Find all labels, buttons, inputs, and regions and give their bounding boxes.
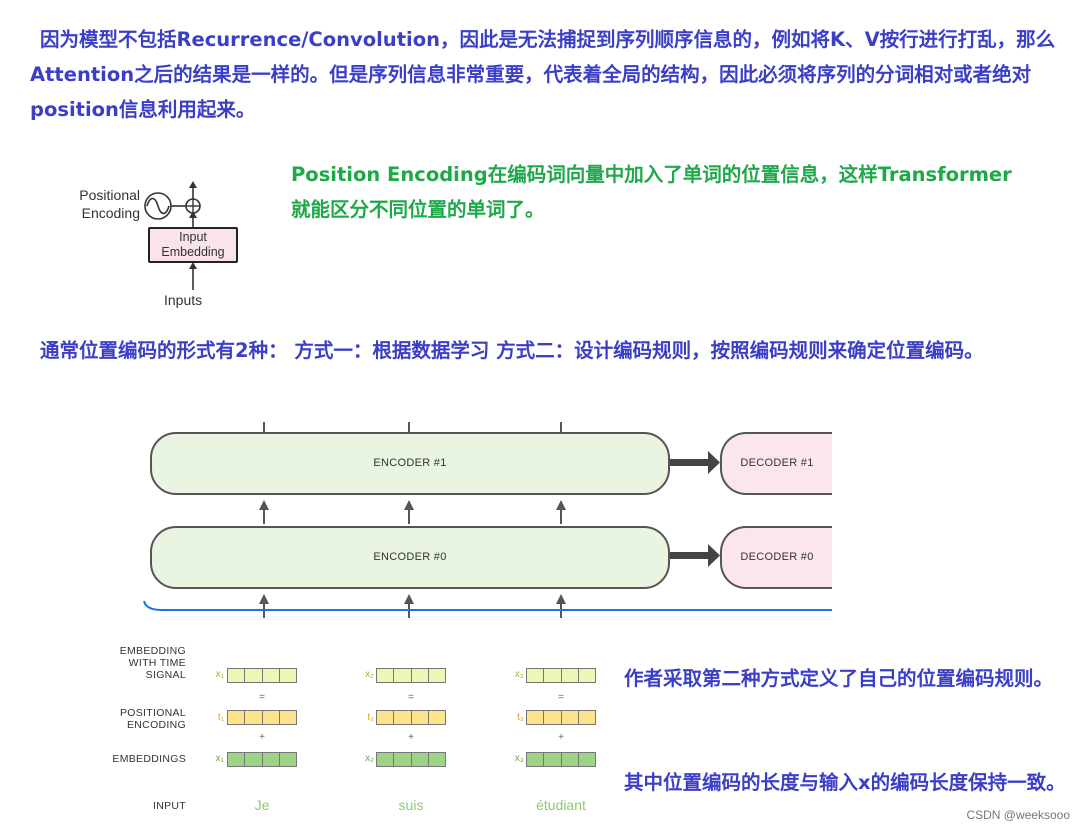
embed-box-line2: Embedding [161, 245, 225, 259]
signal-x-label: x₃ [514, 669, 524, 680]
signal-vector [376, 668, 446, 683]
encoding-forms-text: 通常位置编码的形式有2种： 方式一：根据数据学习 方式二：设计编码规则，按照编码… [40, 339, 984, 362]
signal-vector [227, 668, 297, 683]
positional-vector [227, 710, 297, 725]
signal-x-label: x₂ [365, 669, 374, 680]
intro-paragraph: 因为模型不包括Recurrence/Convolution，因此是无法捕捉到序列… [30, 28, 1056, 121]
decoder-0-block: DECODER #0 [720, 526, 832, 589]
author-approach-note: 作者采取第二种方式定义了自己的位置编码规则。 [624, 667, 1054, 690]
positional-encoding-label: Positional Encoding [60, 186, 140, 222]
inputs-label: Inputs [164, 292, 203, 308]
embedding-x-label: x₁ [215, 753, 224, 764]
row-label-embeddings: EMBEDDINGS [112, 753, 186, 765]
input-embedding-box: Input Embedding [148, 227, 238, 263]
equals-sign: = [259, 692, 265, 703]
embedding-vector [227, 752, 297, 767]
positional-vector [376, 710, 446, 725]
input-word: étudiant [536, 797, 586, 813]
pe-label-line2: Encoding [81, 205, 140, 221]
embedding-x-label: x₃ [514, 753, 524, 764]
positional-t-label: t₃ [517, 712, 524, 723]
embed-box-line1: Input [179, 230, 207, 244]
embedding-vector [526, 752, 596, 767]
input-word: suis [398, 797, 424, 813]
row-label-signal: EMBEDDING WITH TIME SIGNAL [80, 645, 186, 681]
plus-sign: + [558, 732, 564, 743]
row-label-positional: POSITIONAL ENCODING [80, 707, 186, 731]
positional-encoding-description: Position Encoding在编码词向量中加入了单词的位置信息，这样Tra… [291, 163, 1012, 221]
row-label-signal-2: WITH TIME [128, 657, 186, 669]
embedding-vector [376, 752, 446, 767]
decoder-1-block: DECODER #1 [720, 432, 832, 495]
positional-vector [526, 710, 596, 725]
positional-t-label: t₂ [367, 712, 374, 723]
signal-x-label: x₁ [215, 669, 224, 680]
plus-sign: + [259, 732, 265, 743]
equals-sign: = [408, 692, 414, 703]
pe-label-line1: Positional [79, 187, 140, 203]
embedding-x-label: x₂ [365, 753, 374, 764]
pe-diagram-svg [144, 181, 201, 290]
row-label-pos-2: ENCODING [127, 719, 186, 731]
encoder-arrows-svg [143, 422, 832, 618]
encoder-1-block: ENCODER #1 [150, 432, 670, 495]
csdn-watermark: CSDN @weeksooo [966, 808, 1070, 822]
row-label-signal-1: EMBEDDING [119, 645, 186, 657]
row-label-pos-1: POSITIONAL [119, 707, 186, 719]
row-label-input: INPUT [153, 800, 186, 812]
equals-sign: = [558, 692, 564, 703]
input-word: Je [254, 797, 270, 813]
encoding-length-note: 其中位置编码的长度与输入x的编码长度保持一致。 [624, 771, 1066, 794]
plus-sign: + [408, 732, 414, 743]
encoder-0-block: ENCODER #0 [150, 526, 670, 589]
signal-vector [526, 668, 596, 683]
positional-t-label: t₁ [217, 712, 224, 723]
row-label-signal-3: SIGNAL [145, 669, 186, 681]
